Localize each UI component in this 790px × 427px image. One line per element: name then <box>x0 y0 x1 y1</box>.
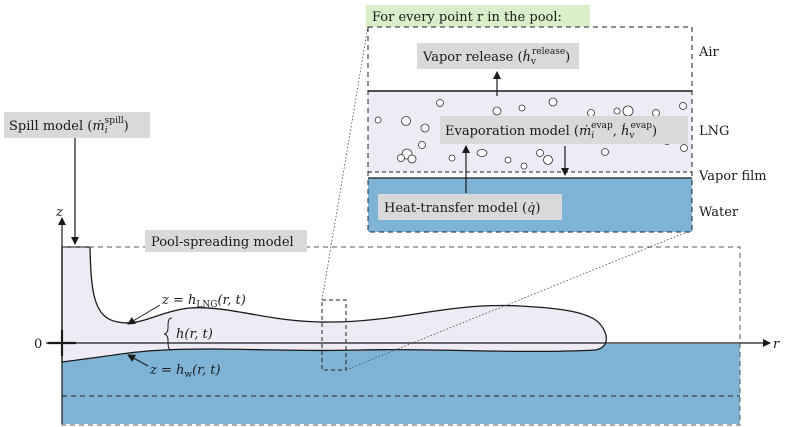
evaporation-label: Evaporation model (ṁievap, ḣvevap) <box>445 121 657 141</box>
heat-transfer-label: Heat-transfer model (q̇) <box>384 201 540 216</box>
h-lng-label: z = hLNG(r, t) <box>161 293 246 310</box>
layer-label-vapor-film: Vapor film <box>698 169 767 184</box>
zoom-connector-left <box>321 25 369 301</box>
h-w-pointer <box>127 354 149 367</box>
spill-model-label-bg <box>4 112 150 138</box>
lng-pool <box>61 246 607 363</box>
h-lng-pointer <box>127 304 161 325</box>
z-axis-label: z <box>55 205 63 220</box>
water-body <box>62 344 740 424</box>
vapor-release-label: Vapor release (ḣvrelease) <box>422 47 570 67</box>
layer-label-lng: LNG <box>699 124 729 139</box>
h-w-label: z = hw(r, t) <box>149 363 221 380</box>
inset-header-bg <box>366 5 590 27</box>
inset-header: For every point r in the pool: <box>372 10 562 25</box>
pool-spreading-label: Pool-spreading model <box>151 235 294 250</box>
zoom-connector-right <box>345 229 693 371</box>
heat-transfer-label-bg <box>378 194 562 220</box>
layer-label-water: Water <box>699 205 739 220</box>
origin-label: 0 <box>34 337 42 352</box>
spill-model-label: Spill model (ṁispill) <box>9 116 129 136</box>
inset-panel: For every point r in the pool: <box>366 5 767 233</box>
h-thickness-label: h(r, t) <box>176 327 213 342</box>
vapor-release-label-bg <box>417 43 579 69</box>
pool-spreading-label-bg <box>145 230 307 252</box>
evaporation-label-bg <box>440 116 688 144</box>
r-axis-label: r <box>773 337 780 352</box>
zoom-region-box <box>321 299 347 371</box>
h-thickness-brace <box>163 317 173 351</box>
inset-border <box>367 26 693 233</box>
layer-label-air: Air <box>698 45 720 60</box>
